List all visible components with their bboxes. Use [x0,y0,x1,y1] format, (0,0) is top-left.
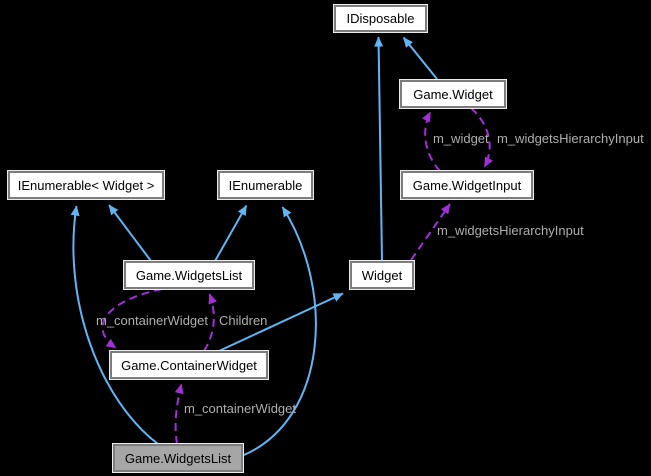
usage-edge-m-containerwidget-upper [101,288,163,349]
node-game-widgetslist[interactable]: Game.WidgetsList [124,261,254,289]
edge-label-m-widget: m_widget [433,131,489,146]
edge-label-children: Children [219,313,268,328]
node-game-widgetinput[interactable]: Game.WidgetInput [401,171,533,199]
node-game-containerwidget[interactable]: Game.ContainerWidget [110,351,268,379]
inheritance-edge-containerwidget-to-widget [218,292,344,352]
edge-label-m-widgetshierarchyinput-mid: m_widgetsHierarchyInput [437,223,584,238]
usage-edge-m-containerwidget-lower [174,383,184,445]
edge-label-m-containerwidget-upper: m_containerWidget [96,313,208,328]
usage-edge-m-widgetshierarchyinput-mid [410,203,451,261]
inheritance-edge-gamewidget-to-idisposable [402,36,438,80]
usage-edge-children [203,293,217,352]
node-widget[interactable]: Widget [350,261,414,289]
node-ienumerable-widget[interactable]: IEnumerable< Widget > [8,171,164,199]
inheritance-edge-widget-to-idisposable [374,36,384,262]
inheritance-edge-widgetslist-to-ienumerable [214,205,248,262]
node-game-widgetslist-main: Game.WidgetsList [113,444,243,472]
inheritance-edge-widgetslist-to-ienumerablewidget [108,204,152,262]
usage-edge-m-widgetshierarchyinput-top [470,107,493,168]
node-idisposable[interactable]: IDisposable [334,5,427,32]
node-game-widget[interactable]: Game.Widget [400,80,506,108]
edge-label-m-containerwidget-lower: m_containerWidget [184,401,296,416]
edge-label-m-widgetshierarchyinput-top: m_widgetsHierarchyInput [497,131,644,146]
inheritance-edge-mainwidgetslist-to-ienumerablewidget [70,205,159,445]
inheritance-edge-mainwidgetslist-to-ienumerable [243,206,317,456]
usage-edge-m-widget [422,111,441,172]
node-ienumerable[interactable]: IEnumerable [218,171,313,199]
